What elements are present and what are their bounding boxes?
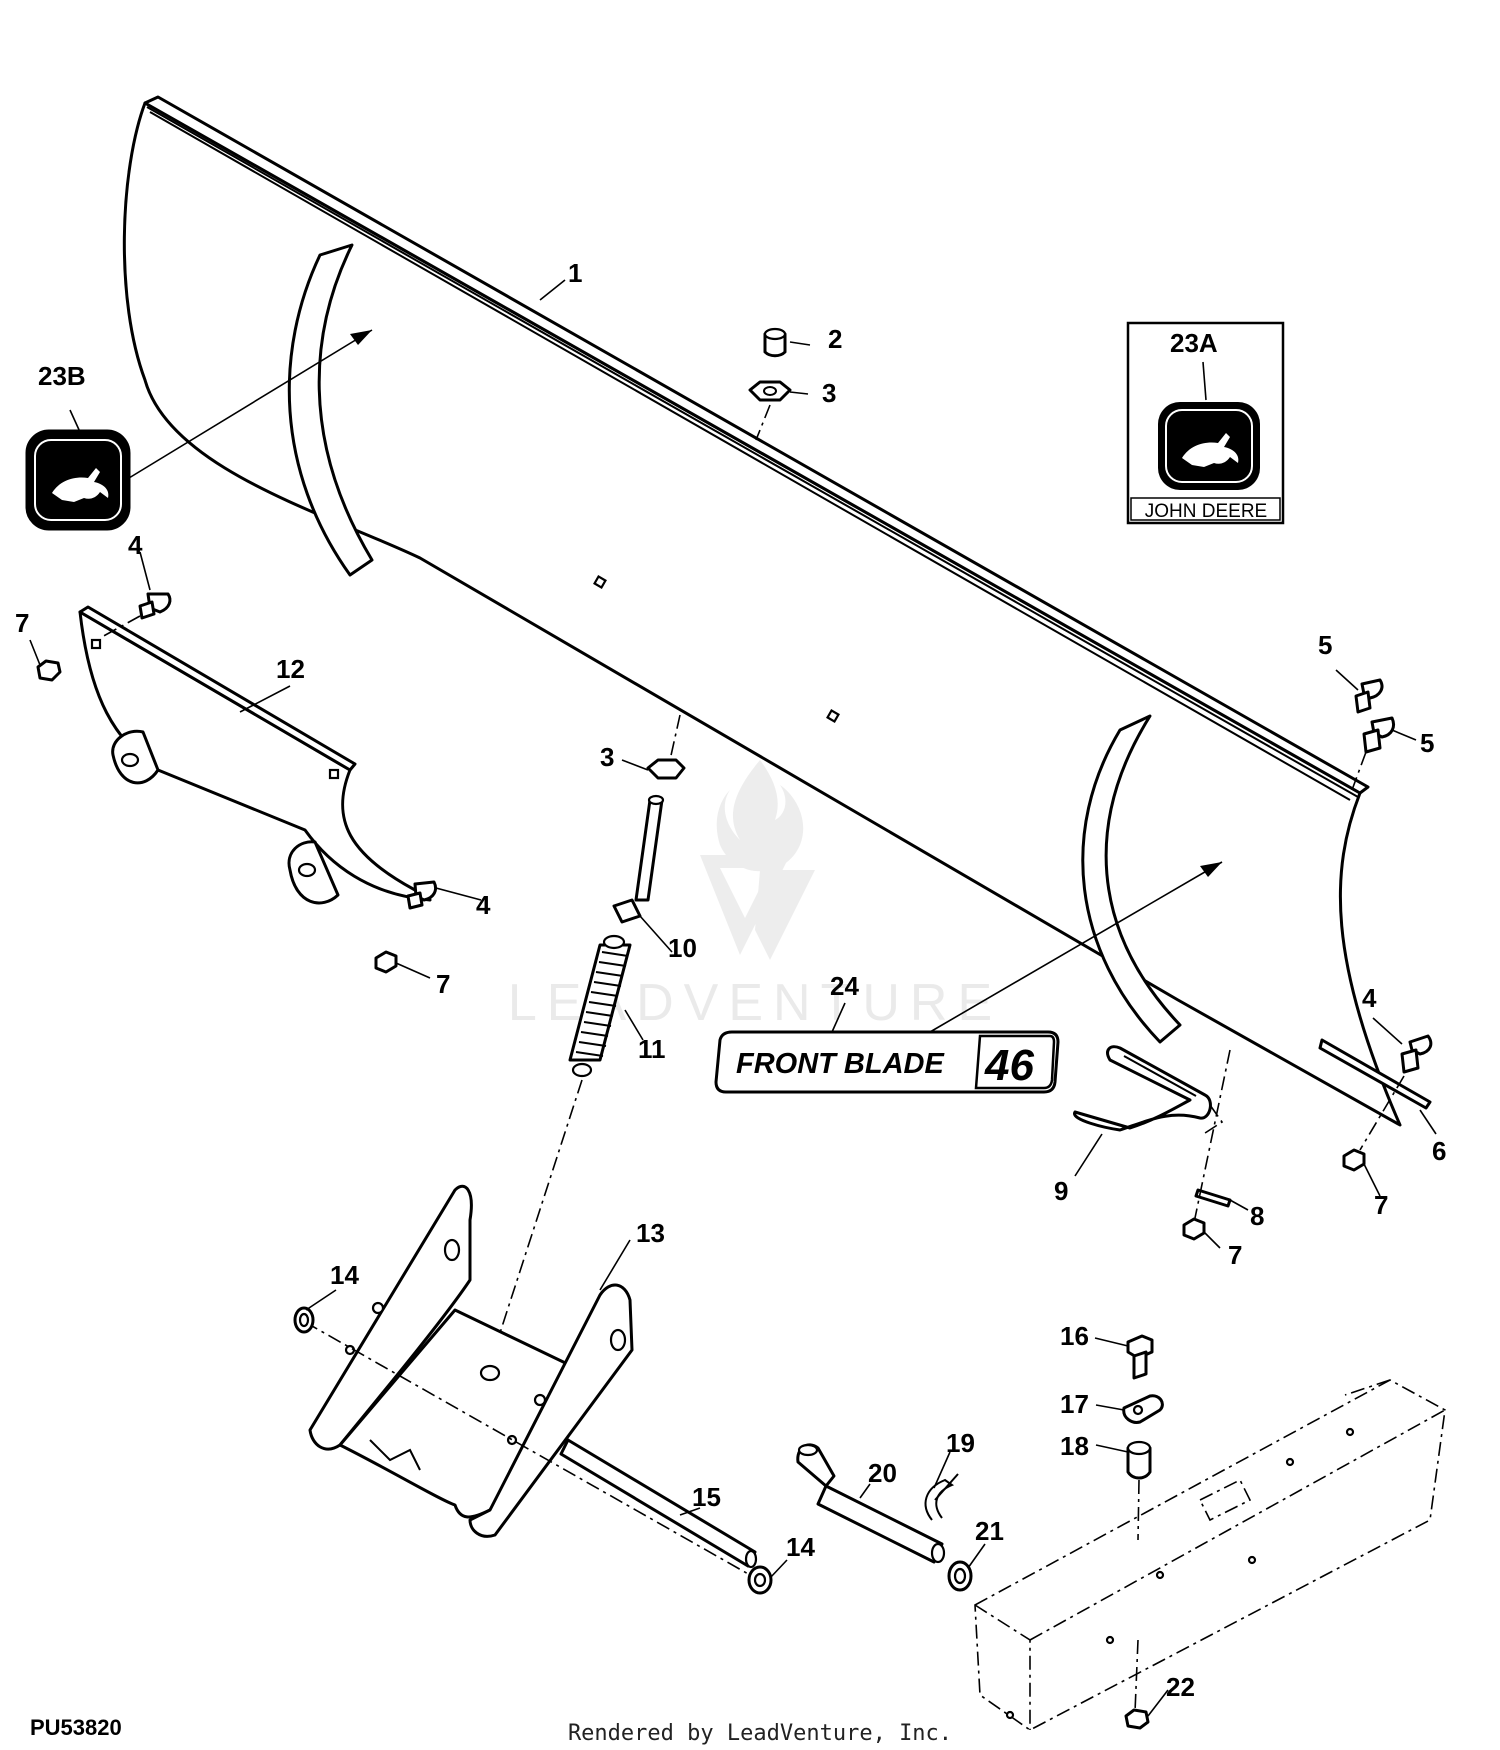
washer-14-left [293, 1306, 315, 1334]
carriage-bolt-4-upper-left [138, 592, 172, 620]
callout-23a: 23A [1170, 328, 1218, 358]
callout-4-upper-left: 4 [128, 530, 143, 560]
callout-8: 8 [1250, 1201, 1264, 1231]
callout-20: 20 [868, 1458, 897, 1488]
callout-22: 22 [1166, 1672, 1195, 1702]
bolt-5-upper [1354, 678, 1384, 714]
callout-14-right: 14 [786, 1532, 815, 1562]
pin-8 [1194, 1188, 1232, 1208]
callout-5-upper: 5 [1318, 630, 1332, 660]
nut-7-lower-left [374, 950, 398, 974]
callout-11: 11 [638, 1034, 666, 1064]
callout-3-top: 3 [822, 378, 836, 408]
washer-21 [947, 1560, 973, 1592]
callout-18: 18 [1060, 1431, 1089, 1461]
bolt-16 [1126, 1334, 1154, 1380]
diagram-code: PU53820 [30, 1715, 122, 1740]
callout-5-lower: 5 [1420, 728, 1434, 758]
mount-bracket-13 [308, 1184, 634, 1538]
callout-7-bottom-right: 7 [1228, 1240, 1242, 1270]
front-blade [122, 95, 1432, 1127]
front-blade-text: FRONT BLADE [736, 1048, 945, 1080]
callout-7-upper-left: 7 [15, 608, 29, 638]
spacer-18 [1126, 1440, 1152, 1480]
leader-lines [29, 279, 1437, 1717]
bracket-17 [1122, 1394, 1164, 1424]
nut-7-right [1342, 1148, 1366, 1172]
callout-2: 2 [828, 324, 842, 354]
callout-13: 13 [636, 1218, 665, 1248]
callout-17: 17 [1060, 1389, 1089, 1419]
nut-7-bottom-right [1182, 1217, 1206, 1241]
locknut-3-top [748, 380, 792, 402]
callout-7-lower-left: 7 [436, 969, 450, 999]
spring-11 [568, 934, 632, 1078]
callout-21: 21 [975, 1516, 1004, 1546]
callout-23b: 23B [38, 361, 86, 391]
callout-labels: 1 2 3 23B 23A 4 7 12 4 7 3 10 11 24 5 5 … [15, 258, 1446, 1702]
eyebolt-10 [612, 794, 665, 924]
decal-23b [25, 429, 131, 531]
callout-10: 10 [668, 933, 697, 963]
washer-14-right [747, 1565, 773, 1595]
callout-12: 12 [276, 654, 305, 684]
callout-7-right: 7 [1374, 1190, 1388, 1220]
pin-20 [796, 1443, 946, 1564]
tractor-frame [974, 1379, 1446, 1731]
john-deere-text: JOHN DEERE [1145, 501, 1267, 522]
bolt-5-lower [1362, 716, 1396, 754]
bushing-2 [763, 327, 787, 358]
decal-23a: JOHN DEERE [1126, 321, 1285, 525]
callout-6: 6 [1432, 1136, 1446, 1166]
nut-22 [1124, 1708, 1150, 1730]
callout-3-center: 3 [600, 742, 614, 772]
bracket-9 [1073, 1045, 1212, 1132]
callout-1: 1 [568, 258, 582, 288]
callout-16: 16 [1060, 1321, 1089, 1351]
blade-number-text: 46 [984, 1041, 1034, 1090]
callout-4-lower-left: 4 [476, 890, 491, 920]
carriage-bolt-4-lower-left [406, 880, 438, 910]
callout-9: 9 [1054, 1176, 1068, 1206]
callout-24: 24 [830, 971, 859, 1001]
render-credit: Rendered by LeadVenture, Inc. [568, 1721, 952, 1746]
rod-15 [559, 1438, 758, 1569]
callout-19: 19 [946, 1428, 975, 1458]
callout-4-right: 4 [1362, 983, 1377, 1013]
bolt-4-right [1400, 1034, 1433, 1074]
decal-24-front-blade-46: FRONT BLADE 46 [714, 1030, 1060, 1094]
callout-14-left: 14 [330, 1260, 359, 1290]
skid-plate-12 [78, 605, 432, 905]
hairpin-19 [924, 1473, 959, 1521]
locknut-3-center [646, 758, 686, 780]
callout-15: 15 [692, 1482, 721, 1512]
nut-7-upper-left [36, 659, 62, 682]
